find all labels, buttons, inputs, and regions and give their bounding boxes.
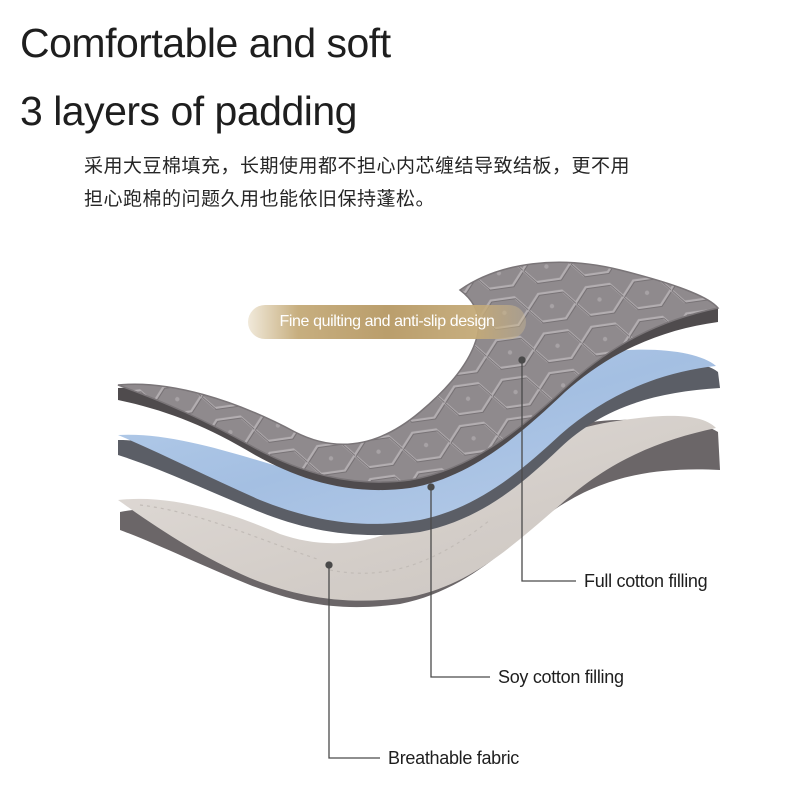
quilted-top-layer [117,261,720,491]
full-cotton-leader [521,360,576,582]
product-description: 采用大豆棉填充，长期使用都不担心内芯缠结导致结板，更不用 担心跑棉的问题久用也能… [84,150,774,216]
callout-leader-lines [325,356,576,759]
headline-line-1: Comfortable and soft [20,20,391,66]
breathable-fabric-label: Breathable fabric [388,748,519,768]
description-line-1: 采用大豆棉填充，长期使用都不担心内芯缠结导致结板，更不用 [84,155,631,177]
headline-line-2: 3 layers of padding [20,88,357,134]
soy-cotton-label: Soy cotton filling [498,667,624,687]
breathable-fabric-layer [118,415,720,608]
soy-cotton-leader [430,487,490,678]
breathable-fabric-leader [328,565,380,759]
soy-cotton-layer [118,349,720,536]
description-line-2: 担心跑棉的问题久用也能依旧保持蓬松。 [84,188,436,210]
quilting-feature-badge: Fine quilting and anti-slip design [248,305,526,339]
full-cotton-label: Full cotton filling [584,571,708,591]
